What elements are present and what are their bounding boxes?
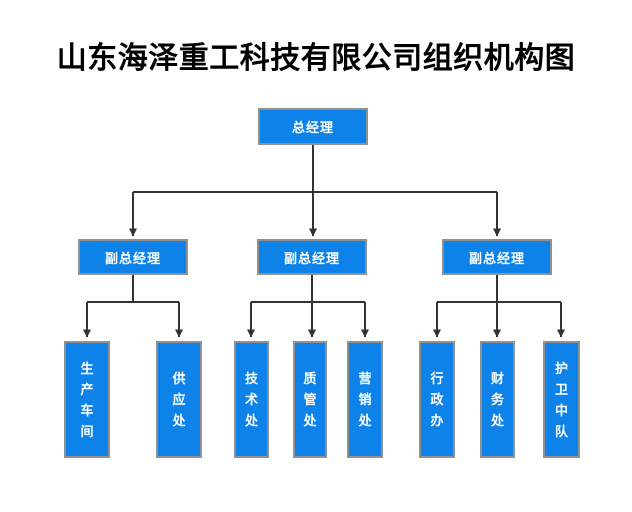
node-label: 副总经理: [468, 250, 525, 266]
chart-title: 山东海泽重工科技有限公司组织机构图: [56, 42, 576, 75]
org-node-admin-office: 行政办: [419, 341, 455, 458]
org-node-deputy-manager-3: 副总经理: [442, 239, 552, 275]
node-label: 行政办: [430, 371, 444, 428]
org-node-finance-office: 财务处: [480, 341, 515, 458]
node-label: 护卫中队: [554, 360, 568, 439]
node-label: 供应处: [172, 371, 186, 428]
node-label: 营销处: [358, 371, 372, 428]
org-node-guard-squadron: 护卫中队: [543, 341, 580, 458]
node-label: 副总经理: [283, 250, 340, 266]
node-label: 生产车间: [80, 360, 94, 439]
org-node-marketing-office: 营销处: [347, 341, 383, 458]
org-node-quality-office: 质管处: [293, 341, 327, 458]
node-label: 总经理: [291, 120, 334, 135]
node-label: 副总经理: [104, 250, 161, 266]
org-node-deputy-manager-1: 副总经理: [78, 239, 188, 275]
org-node-production-workshop: 生产车间: [64, 341, 110, 458]
org-node-deputy-manager-2: 副总经理: [257, 239, 367, 275]
node-label: 财务处: [490, 371, 504, 428]
node-label: 质管处: [303, 371, 317, 428]
org-node-supply-office: 供应处: [156, 341, 202, 458]
org-node-general-manager: 总经理: [258, 108, 368, 145]
node-label: 技术处: [244, 371, 258, 428]
org-node-technology-office: 技术处: [234, 341, 269, 458]
